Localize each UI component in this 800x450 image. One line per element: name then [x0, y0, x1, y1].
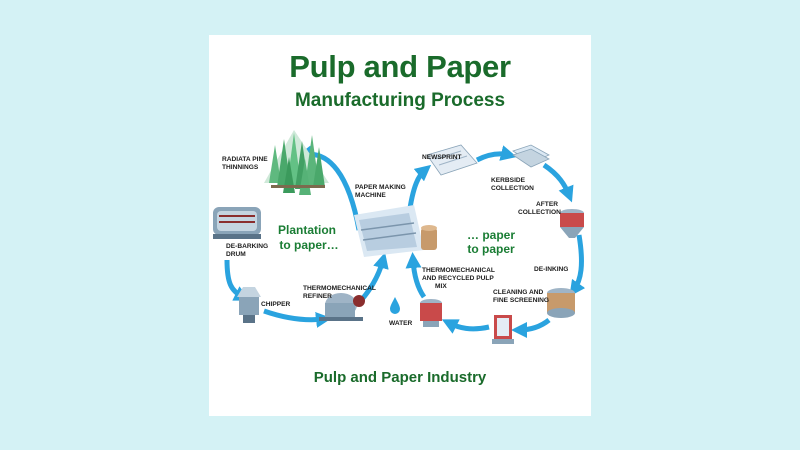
- arrow-deinking-to-cleaning: [511, 318, 551, 338]
- label-mix-1: THERMOMECHANICAL: [422, 267, 495, 274]
- label-plantation-line1: Plantation: [278, 223, 336, 237]
- label-chipper: CHIPPER: [261, 301, 291, 308]
- label-kerbside-2: COLLECTION: [491, 185, 534, 192]
- page-title: Pulp and Paper: [289, 49, 511, 84]
- label-mix-2: AND RECYCLED PULP: [422, 275, 494, 282]
- screening-icon: [492, 315, 514, 344]
- newspaper-icon: [426, 144, 478, 176]
- deinking-tank-icon: [547, 288, 575, 318]
- label-debarking-2: DRUM: [226, 251, 246, 258]
- label-deinking: DE-INKING: [534, 266, 568, 273]
- chipper-icon: [237, 287, 261, 323]
- paper-stack-icon: [512, 144, 550, 168]
- label-after-2: COLLECTION: [518, 209, 561, 216]
- label-paper-line2: to paper: [467, 242, 515, 256]
- label-refiner-1: THERMOMECHANICAL: [303, 285, 376, 292]
- arrow-kerbside-to-after: [542, 162, 574, 203]
- label-cleaning-2: FINE SCREENING: [493, 297, 549, 304]
- pine-forest-icon: [264, 130, 329, 195]
- label-refiner-2: REFINER: [303, 293, 332, 300]
- diagram-card: Pulp and Paper Manufacturing Process: [209, 35, 591, 416]
- label-newsprint: NEWSPRINT: [422, 154, 462, 161]
- arrow-newsprint-to-kerbside: [475, 145, 517, 163]
- label-water: WATER: [389, 320, 413, 327]
- arrow-mix-to-machine: [405, 252, 427, 299]
- label-radiata-2: THINNINGS: [222, 164, 259, 171]
- label-cleaning-1: CLEANING AND: [493, 289, 544, 296]
- label-after-1: AFTER: [536, 201, 558, 208]
- paper-machine-icon: [354, 205, 437, 257]
- label-mix-3: MIX: [435, 283, 447, 290]
- arrow-cleaning-to-mix: [441, 319, 490, 334]
- page-subtitle: Manufacturing Process: [294, 90, 506, 111]
- water-drop-icon: [390, 297, 400, 314]
- arrow-chipper-to-refiner: [263, 308, 332, 328]
- label-radiata-1: RADIATA PINE: [222, 156, 268, 163]
- footer-caption: Pulp and Paper Industry: [313, 369, 487, 386]
- label-machine-2: MACHINE: [355, 192, 386, 199]
- arrow-after-to-deinking: [569, 234, 586, 297]
- label-debarking-1: DE-BARKING: [226, 243, 268, 250]
- pulper-tank-icon: [560, 209, 584, 238]
- debarking-drum-icon: [213, 207, 261, 239]
- label-kerbside-1: KERBSIDE: [491, 177, 526, 184]
- mix-tank-icon: [420, 299, 442, 327]
- refiner-icon: [319, 293, 365, 321]
- label-paper-line1: … paper: [467, 228, 515, 242]
- process-diagram: Plantation to paper… … paper to paper RA…: [213, 130, 586, 344]
- label-plantation-line2: to paper…: [279, 238, 338, 252]
- label-machine-1: PAPER MAKING: [355, 184, 406, 191]
